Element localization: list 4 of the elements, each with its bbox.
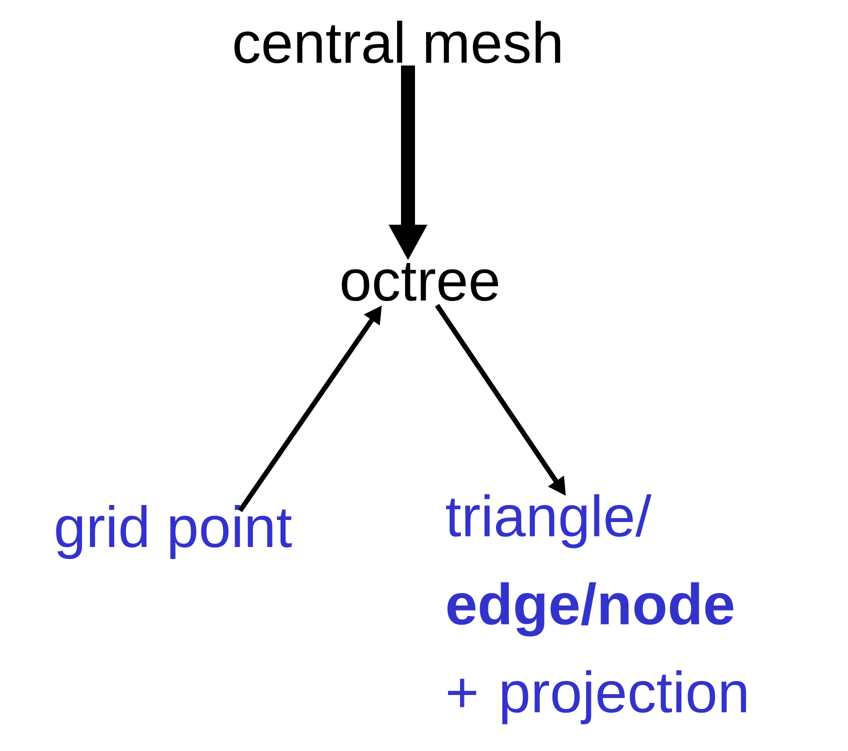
node-label: octree	[342, 262, 498, 302]
node-label: triangle/ edge/node + projection	[446, 494, 746, 724]
node-label: central mesh	[234, 20, 560, 64]
node-label: grid point	[56, 504, 292, 560]
